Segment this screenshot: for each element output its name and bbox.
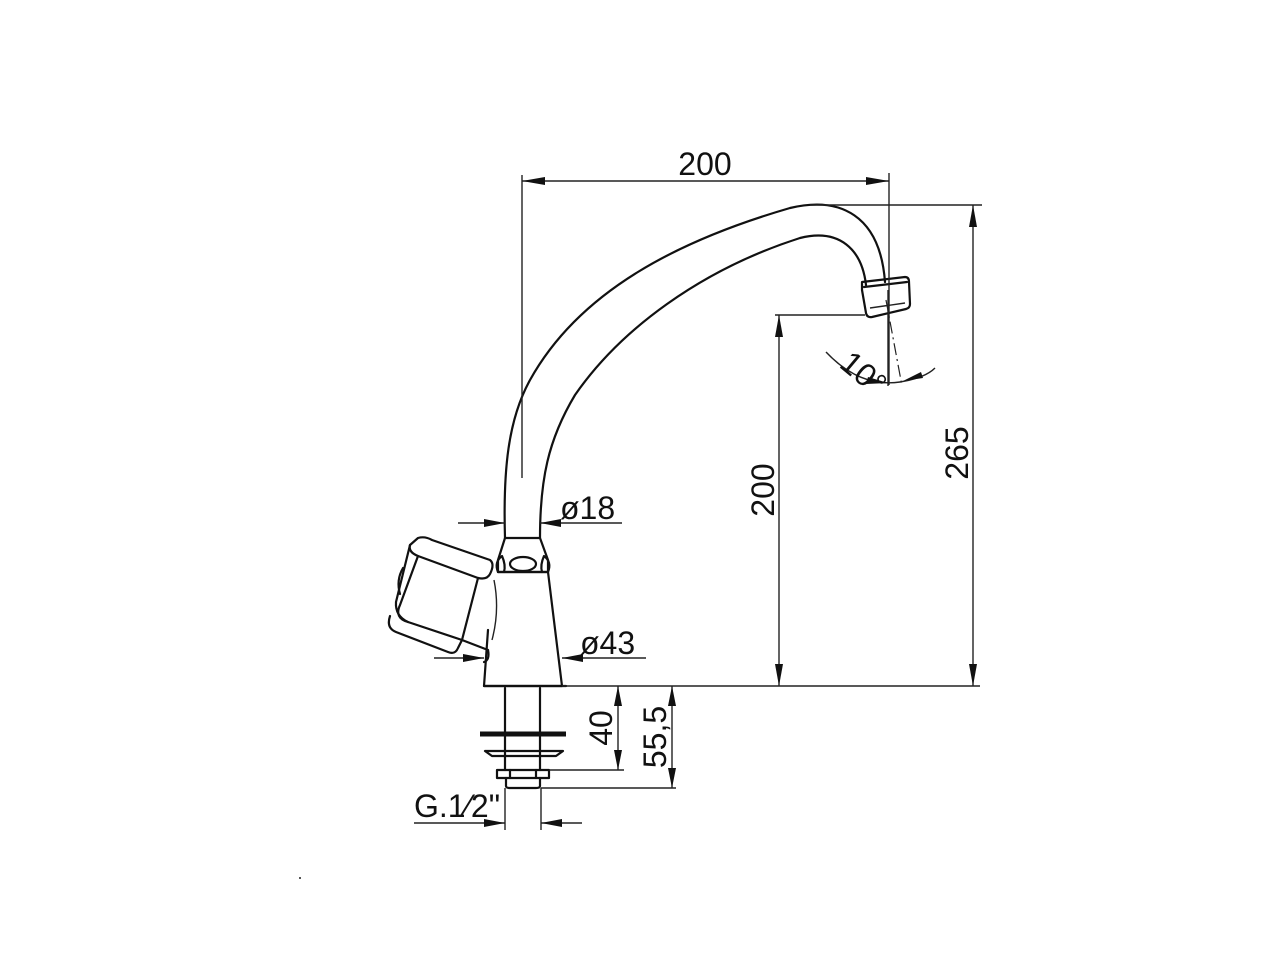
lock-nut bbox=[495, 768, 551, 780]
washer-lower bbox=[483, 749, 565, 758]
dim-shank-to-nut-label: 40 bbox=[583, 710, 619, 746]
aerator bbox=[860, 275, 912, 319]
dim-shank-length-label: 55,5 bbox=[637, 706, 673, 768]
dim-spout-reach-label: 200 bbox=[678, 146, 731, 182]
dim-spout-angle-label: 10° bbox=[834, 344, 894, 403]
lever-handle bbox=[387, 536, 498, 664]
dim-spout-diameter-label: ø18 bbox=[560, 490, 615, 526]
dim-outlet-height-label: 200 bbox=[745, 463, 781, 516]
dim-thread: G.1⁄2" bbox=[414, 788, 582, 827]
spout-outer-edge bbox=[503, 203, 887, 540]
dim-outlet-height: 200 bbox=[745, 314, 865, 686]
dim-shank-to-nut: 40 bbox=[549, 686, 624, 771]
dim-body-diameter: ø43 bbox=[434, 625, 646, 662]
dim-thread-label: G.1⁄2" bbox=[414, 788, 500, 824]
dim-shank-length: 55,5 bbox=[541, 686, 676, 789]
dim-spout-diameter: ø18 bbox=[458, 490, 622, 527]
aerator-band bbox=[862, 280, 909, 289]
spout-inner-edge bbox=[538, 234, 868, 540]
stray-dot bbox=[299, 877, 301, 879]
shank bbox=[480, 684, 568, 830]
dim-overall-height: 265 bbox=[562, 204, 982, 687]
dim-spout-reach: 200 bbox=[521, 146, 890, 478]
collar bbox=[495, 536, 551, 574]
dim-body-diameter-label: ø43 bbox=[580, 625, 635, 661]
dim-overall-height-label: 265 bbox=[939, 426, 975, 479]
